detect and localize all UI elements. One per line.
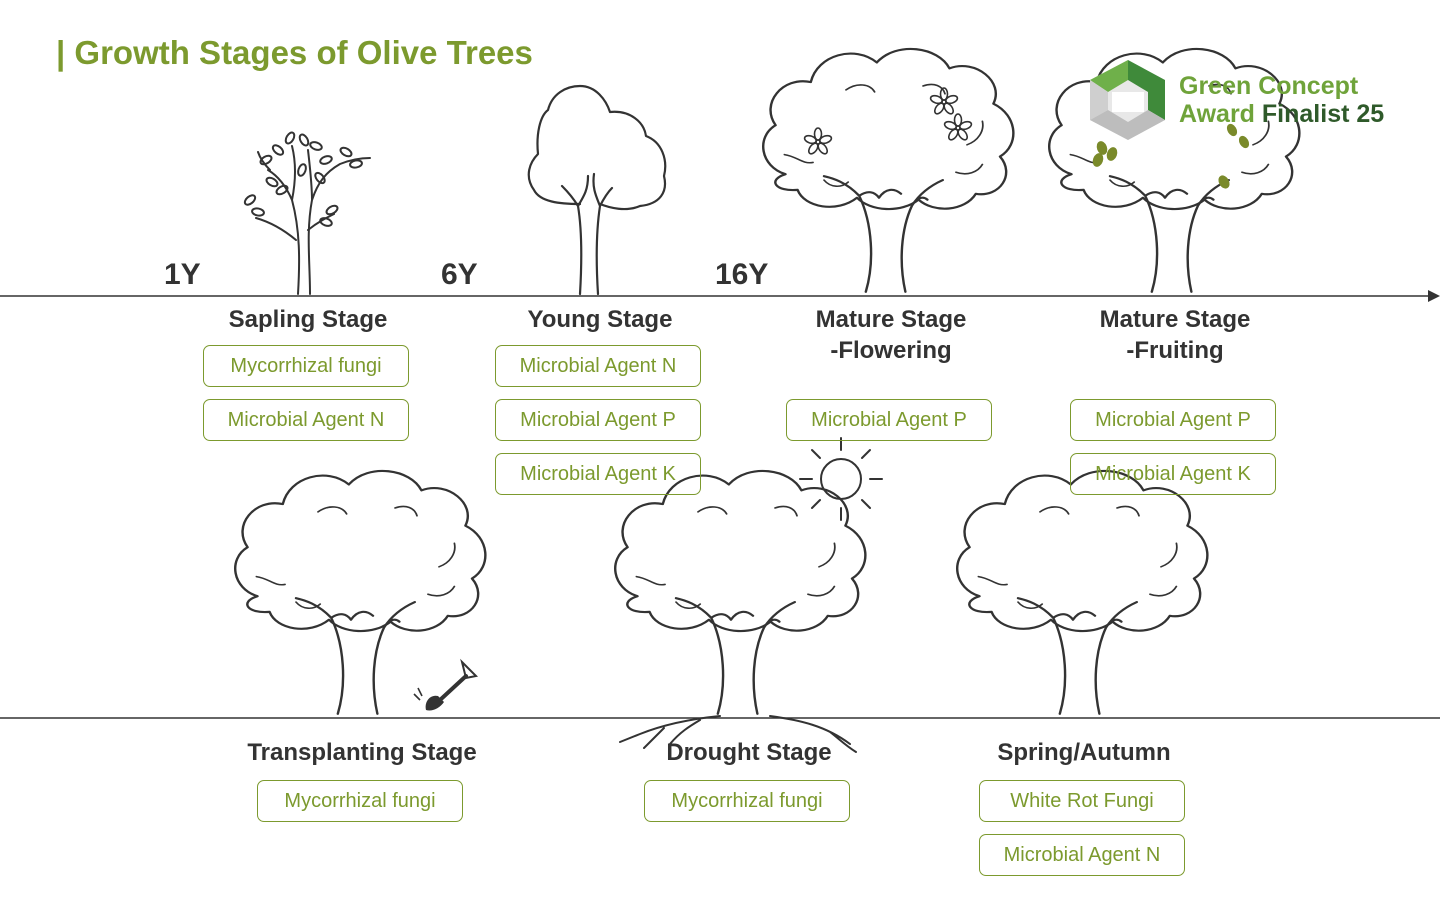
agent-tag: Microbial Agent P: [1070, 399, 1276, 441]
stage-drought: Drought Stage: [609, 737, 889, 768]
transplant-tree-icon: [235, 471, 485, 714]
agent-tag: Mycorrhizal fungi: [203, 345, 409, 387]
agent-tag: Mycorrhizal fungi: [644, 780, 850, 822]
stage-transplanting: Transplanting Stage: [222, 737, 502, 768]
drought-tree-icon: [615, 471, 865, 753]
shovel-icon: [413, 658, 479, 711]
agent-tag: Microbial Agent N: [495, 345, 701, 387]
fruiting-tree-icon: [1049, 49, 1299, 292]
agent-tag: Mycorrhizal fungi: [257, 780, 463, 822]
agent-tag: Microbial Agent N: [203, 399, 409, 441]
year-label-1y: 1Y: [164, 258, 201, 291]
award-badge-line2a: Award: [1179, 100, 1262, 128]
stage-title-line: Transplanting Stage: [247, 739, 477, 766]
stage-title-line: -Flowering: [830, 337, 952, 364]
stage-title-line: Mature Stage: [815, 306, 967, 333]
stage-title-line: Young Stage: [527, 306, 673, 333]
stage-title-line: Sapling Stage: [228, 306, 388, 333]
stage-title-line: Drought Stage: [666, 739, 832, 766]
award-badge-icon: [1090, 60, 1165, 140]
sapling-icon: [243, 131, 371, 295]
stage-mature-flowering: Mature Stage -Flowering: [751, 304, 1031, 366]
spring-autumn-tree-icon: [957, 471, 1207, 714]
agent-tag: Microbial Agent K: [1070, 453, 1276, 495]
young-tree-icon: [527, 84, 667, 296]
stage-mature-fruiting: Mature Stage -Fruiting: [1035, 304, 1315, 366]
agent-tag: Microbial Agent K: [495, 453, 701, 495]
award-badge-line2b: Finalist 25: [1261, 100, 1385, 128]
stage-title-line: Mature Stage: [1099, 306, 1251, 333]
agent-tag: White Rot Fungi: [979, 780, 1185, 822]
agent-tag: Microbial Agent P: [495, 399, 701, 441]
stage-spring-autumn: Spring/Autumn: [944, 737, 1224, 768]
stage-title-line: Spring/Autumn: [997, 739, 1171, 766]
timeline-arrow-icon: [1428, 290, 1440, 302]
stage-title-line: -Fruiting: [1126, 337, 1224, 364]
agent-tag: Microbial Agent P: [786, 399, 992, 441]
flowering-tree-icon: [763, 49, 1013, 292]
award-badge-text: Green Concept Award Finalist 25: [1179, 72, 1384, 128]
agent-tag: Microbial Agent N: [979, 834, 1185, 876]
year-label-6y: 6Y: [441, 258, 478, 291]
page-title: | Growth Stages of Olive Trees: [56, 34, 533, 71]
year-label-16y: 16Y: [715, 258, 769, 291]
stage-young: Young Stage: [460, 304, 740, 335]
award-badge-line1: Green Concept: [1179, 72, 1359, 100]
stage-sapling: Sapling Stage: [168, 304, 448, 335]
sun-icon: [799, 437, 883, 521]
